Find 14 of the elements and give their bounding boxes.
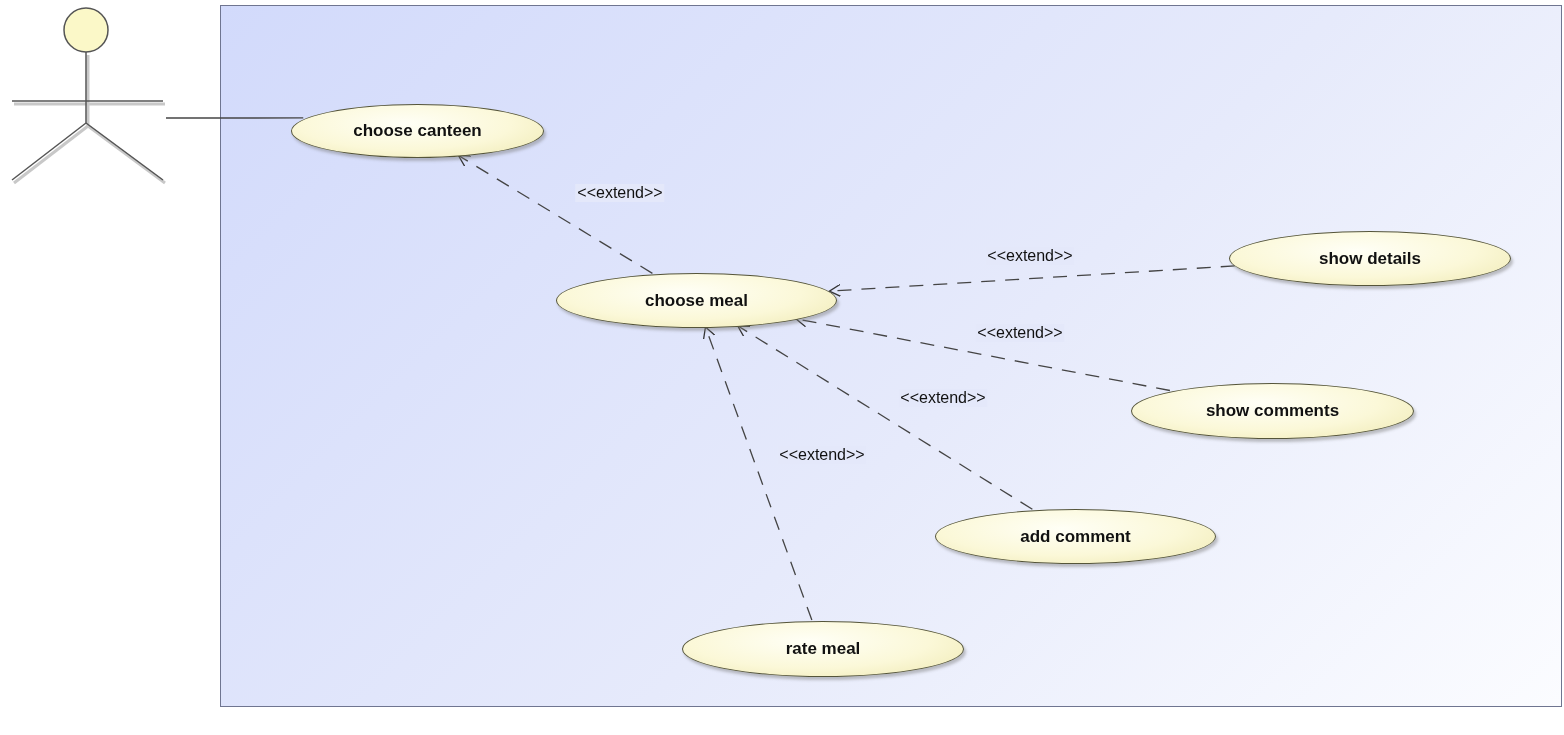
edge-label: <<extend>> <box>975 324 1065 342</box>
use-case-ellipse: choose canteen <box>291 104 544 158</box>
dashed-arrow <box>737 325 1033 510</box>
dashed-arrow <box>828 265 1236 298</box>
use-case-ellipse: rate meal <box>682 621 964 677</box>
edge-label: <<extend>> <box>575 184 665 202</box>
dashed-arrow <box>457 154 654 274</box>
association-line <box>165 117 304 119</box>
use-case-ellipse: show comments <box>1131 383 1414 439</box>
use-case-ellipse: show details <box>1229 231 1511 286</box>
system-boundary <box>220 5 1562 707</box>
use-case-ellipse: add comment <box>935 509 1216 564</box>
use-case-ellipse: choose meal <box>556 273 837 328</box>
dashed-arrow <box>702 326 813 621</box>
